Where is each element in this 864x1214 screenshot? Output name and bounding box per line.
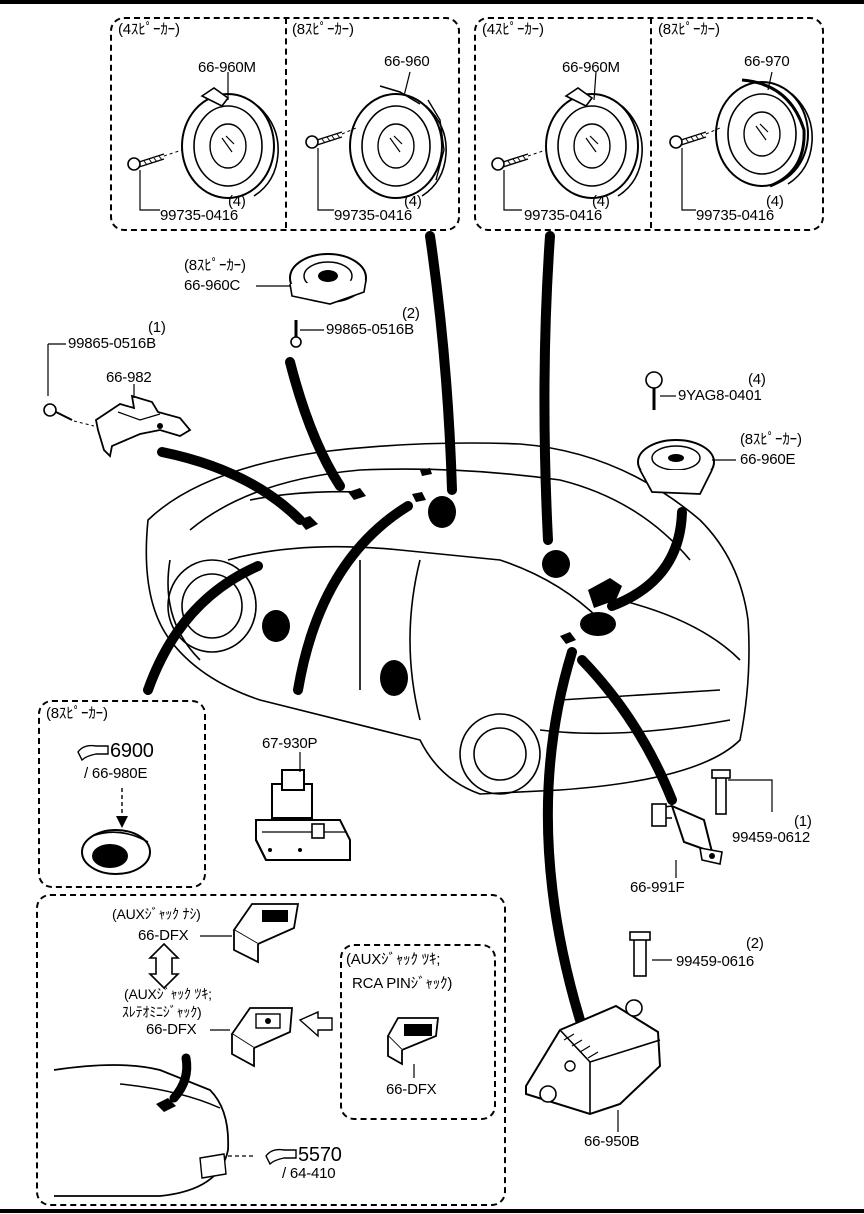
group-header: (4ｽﾋﾟｰｶｰ) bbox=[482, 21, 544, 38]
group-header: (8ｽﾋﾟｰｶｰ) bbox=[740, 431, 802, 448]
rear-door-8sp-speaker-drawing bbox=[669, 71, 814, 211]
quantity: (1) bbox=[794, 813, 812, 830]
quantity: (2) bbox=[746, 935, 764, 952]
part-number[interactable]: 67-930P bbox=[262, 735, 318, 752]
aux-label: (AUXｼﾞｬｯｸ ﾂｷ; bbox=[124, 986, 212, 1002]
amplifier-drawing bbox=[525, 931, 672, 1132]
part-number[interactable]: 66-960C bbox=[184, 277, 241, 294]
part-number[interactable]: 66-970 bbox=[744, 53, 790, 70]
center-speaker-drawing bbox=[256, 253, 367, 348]
quantity: (4) bbox=[404, 193, 422, 210]
part-number[interactable]: 99735-0416 bbox=[524, 207, 603, 224]
group-header: (8ｽﾋﾟｰｶｰ) bbox=[184, 257, 246, 274]
part-number[interactable]: 99735-0416 bbox=[334, 207, 413, 224]
quantity: (2) bbox=[402, 305, 420, 322]
part-number[interactable]: 66-DFX bbox=[138, 927, 189, 944]
aux-label: (AUXｼﾞｬｯｸ ﾅｼ) bbox=[112, 906, 201, 922]
part-number[interactable]: 66-991F bbox=[630, 879, 685, 896]
divider bbox=[650, 18, 652, 228]
bracket-drawing bbox=[43, 343, 192, 458]
part-number[interactable]: 66-960M bbox=[562, 59, 620, 76]
group-header: (8ｽﾋﾟｰｶｰ) bbox=[292, 21, 354, 38]
quantity: (4) bbox=[766, 193, 784, 210]
aux-group bbox=[36, 894, 506, 1206]
rear-speaker-drawing bbox=[637, 371, 736, 495]
quantity: (1) bbox=[148, 319, 166, 336]
part-number[interactable]: 66-DFX bbox=[386, 1081, 437, 1098]
part-number[interactable]: / 64-410 bbox=[282, 1165, 336, 1182]
bottom-rule bbox=[0, 1209, 864, 1213]
part-number[interactable]: 66-960E bbox=[740, 451, 796, 468]
part-number[interactable]: 99865-0516B bbox=[68, 335, 156, 352]
part-number[interactable]: 66-982 bbox=[106, 369, 152, 386]
relay-drawing bbox=[651, 769, 773, 878]
part-number[interactable]: 9YAG8-0401 bbox=[678, 387, 762, 404]
aux-label: (AUXｼﾞｬｯｸ ﾂｷ; bbox=[346, 951, 441, 968]
rear-door-4sp-speaker-drawing bbox=[491, 71, 644, 211]
part-number[interactable]: / 66-980E bbox=[84, 765, 148, 782]
quantity: (4) bbox=[228, 193, 246, 210]
part-number[interactable]: 99735-0416 bbox=[696, 207, 775, 224]
group-header: (4ｽﾋﾟｰｶｰ) bbox=[118, 21, 180, 38]
part-number[interactable]: 99459-0612 bbox=[732, 829, 811, 846]
part-number[interactable]: 99735-0416 bbox=[160, 207, 239, 224]
quantity: (4) bbox=[592, 193, 610, 210]
connector-drawing bbox=[255, 752, 351, 861]
quantity: (4) bbox=[748, 371, 766, 388]
part-number[interactable]: 66-960M bbox=[198, 59, 256, 76]
front-door-8sp-speaker-drawing bbox=[305, 71, 448, 211]
front-door-4sp-speaker-drawing bbox=[127, 72, 280, 211]
group-header: (8ｽﾋﾟｰｶｰ) bbox=[658, 21, 720, 38]
car-body-drawing bbox=[145, 442, 750, 795]
aux-rca-group bbox=[340, 944, 496, 1120]
reference-number[interactable]: 6900 bbox=[110, 740, 154, 762]
reference-number[interactable]: 5570 bbox=[298, 1144, 342, 1166]
group-header: (8ｽﾋﾟｰｶｰ) bbox=[46, 705, 108, 722]
part-number[interactable]: 66-DFX bbox=[146, 1021, 197, 1038]
part-number[interactable]: 99865-0516B bbox=[326, 321, 414, 338]
aux-label: RCA PINｼﾞｬｯｸ) bbox=[352, 975, 453, 992]
car-markers bbox=[262, 468, 622, 696]
aux-drawings bbox=[53, 903, 440, 1197]
top-rule bbox=[0, 0, 864, 4]
rear-door-speaker-group bbox=[474, 17, 824, 231]
part-number[interactable]: 99459-0616 bbox=[676, 953, 755, 970]
ref-hand-icon bbox=[265, 1148, 297, 1166]
divider bbox=[285, 18, 287, 228]
part-number[interactable]: 66-960 bbox=[384, 53, 430, 70]
part-number[interactable]: 66-950B bbox=[584, 1133, 640, 1150]
leader-curves bbox=[143, 231, 687, 1025]
tweeter-drawing bbox=[81, 788, 151, 875]
tweeter-group bbox=[38, 700, 206, 888]
ref-hand-icon bbox=[77, 744, 109, 762]
aux-label: ｽﾚﾃｵﾐﾆｼﾞｬｯｸ) bbox=[122, 1004, 202, 1020]
